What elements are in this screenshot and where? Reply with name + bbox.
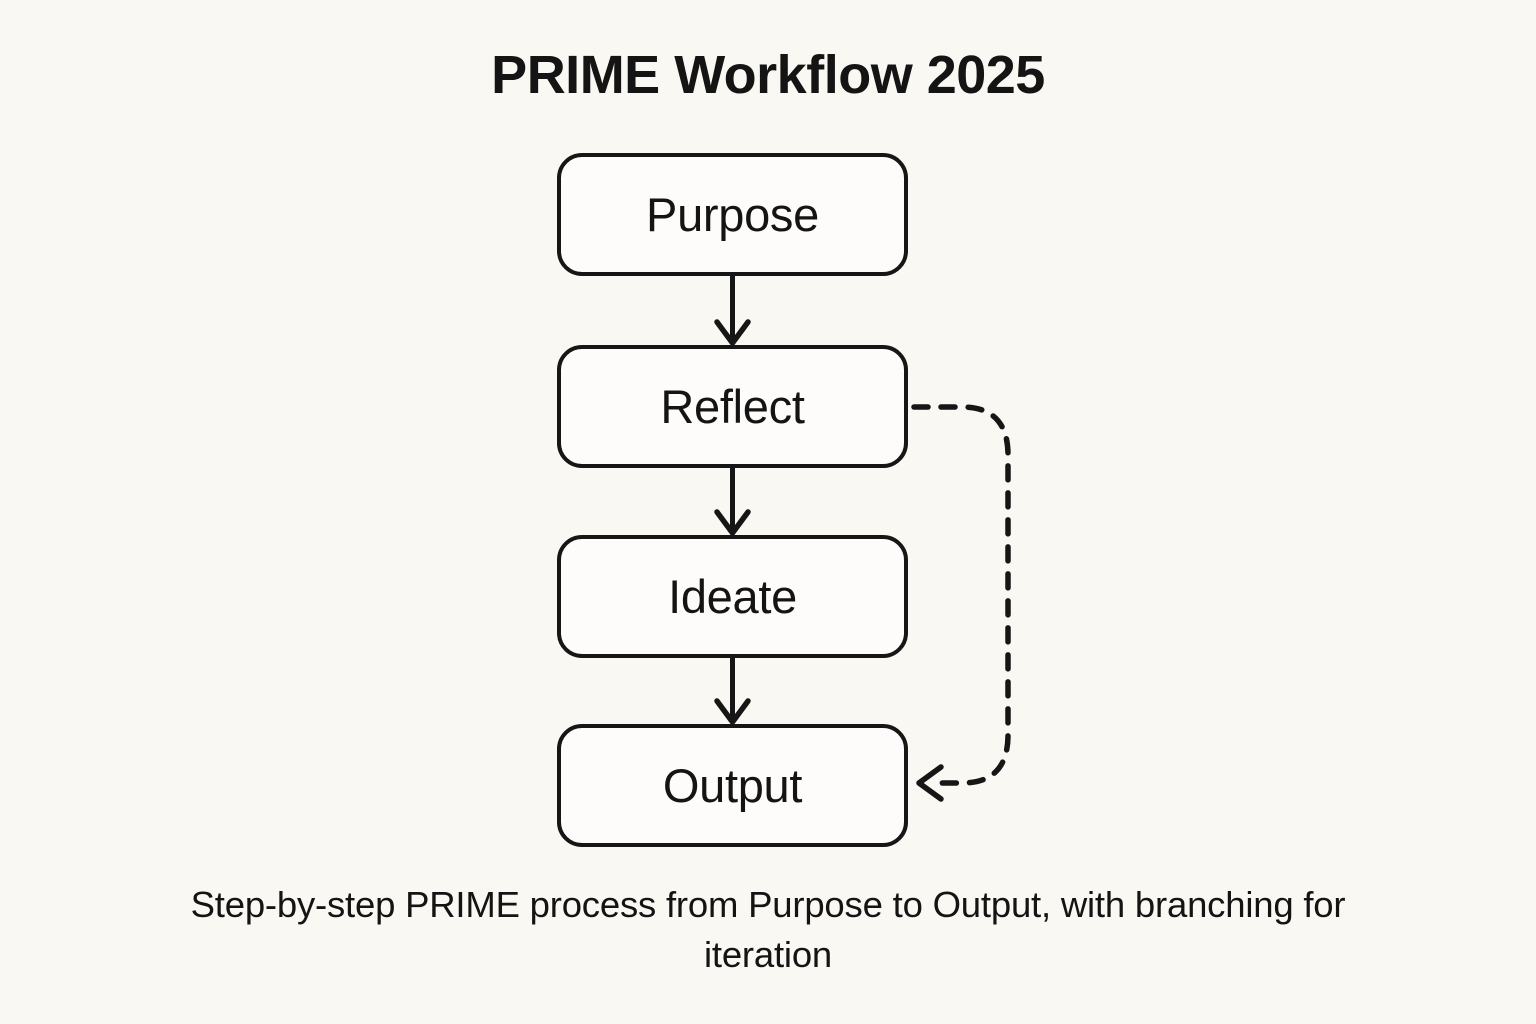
edge-reflect-to-ideate <box>714 468 751 536</box>
node-output-label: Output <box>662 759 803 812</box>
node-output[interactable]: Output <box>557 724 908 847</box>
edge-reflect-to-output-branch <box>911 404 1011 802</box>
node-purpose[interactable]: Purpose <box>557 153 908 276</box>
diagram-caption: Step-by-step PRIME process from Purpose … <box>190 884 1346 976</box>
node-purpose-label: Purpose <box>646 188 819 241</box>
node-ideate-label: Ideate <box>668 570 797 623</box>
page-title: PRIME Workflow 2025 <box>491 45 1045 105</box>
node-reflect[interactable]: Reflect <box>557 345 908 468</box>
edge-purpose-to-reflect <box>714 275 751 346</box>
node-ideate[interactable]: Ideate <box>557 535 908 658</box>
edge-ideate-to-output <box>714 657 751 725</box>
node-reflect-label: Reflect <box>660 380 805 433</box>
